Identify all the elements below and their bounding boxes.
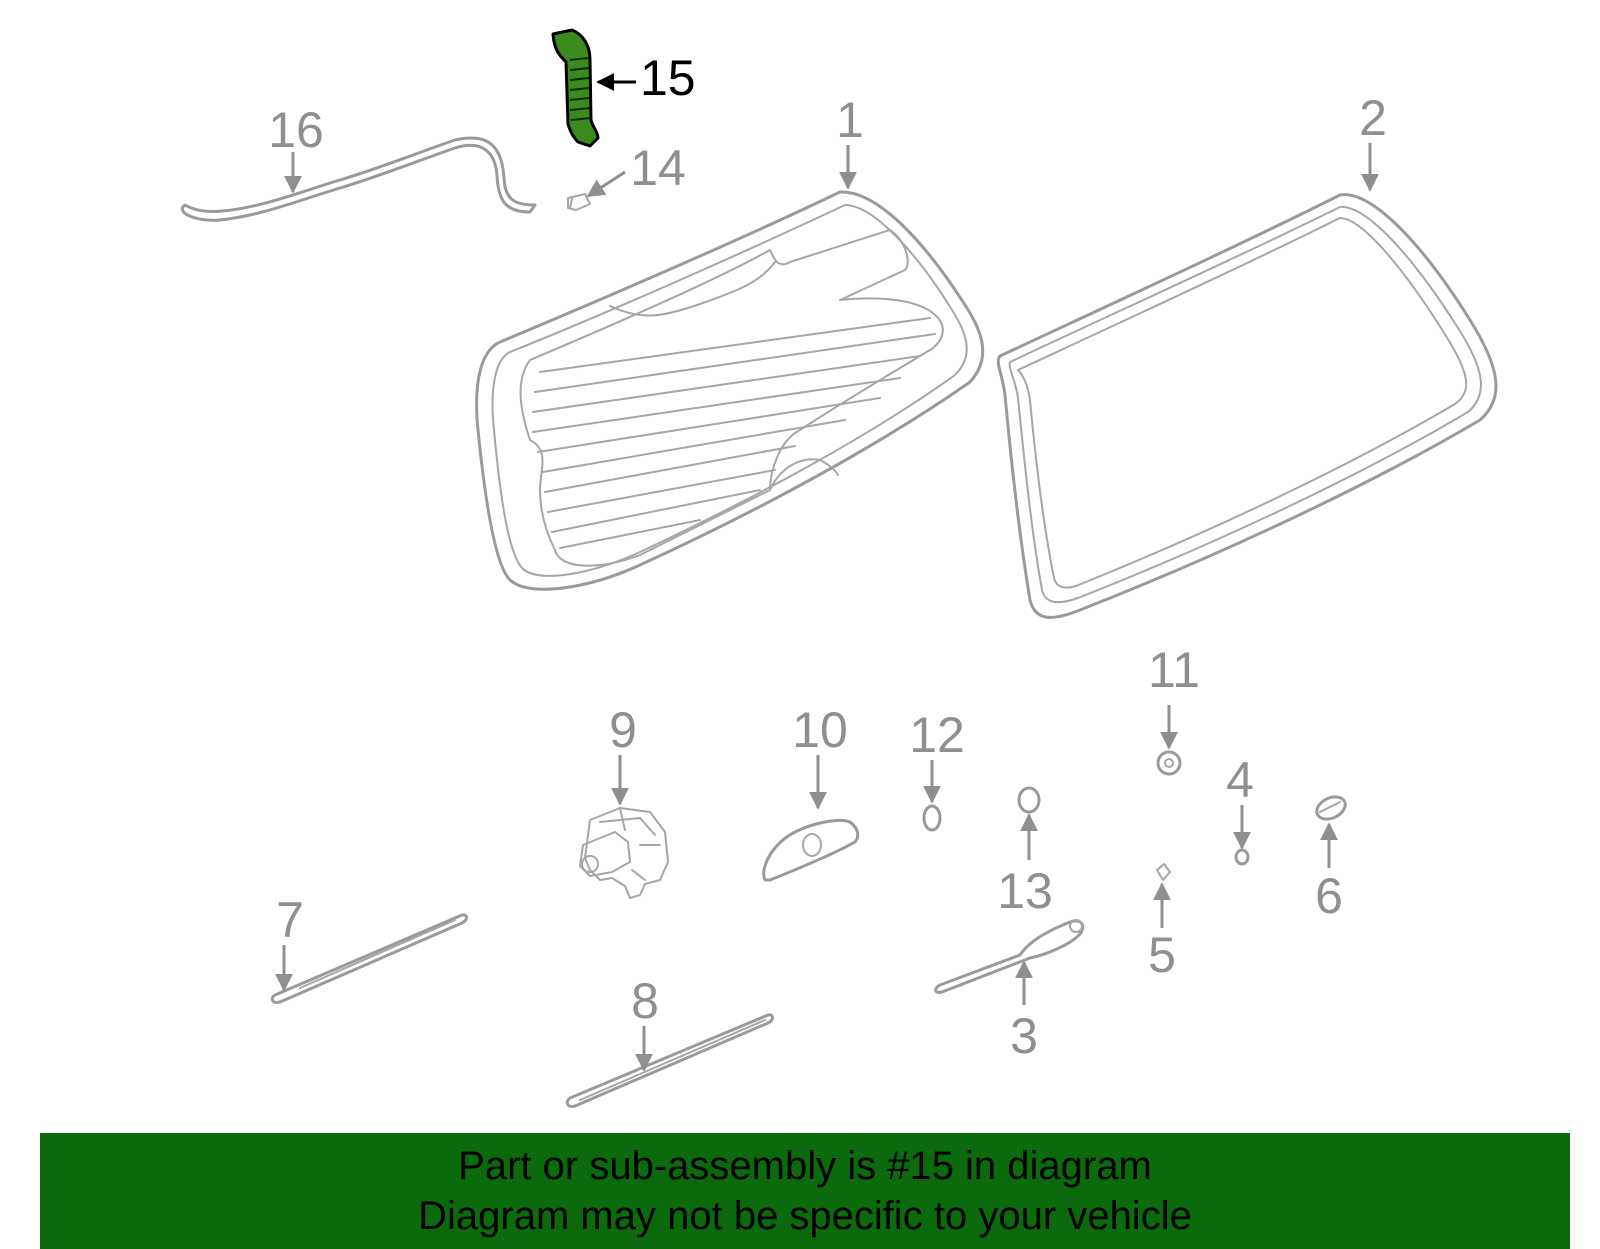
svg-text:14: 14	[630, 140, 686, 196]
part-12-grommet[interactable]	[922, 804, 942, 832]
part-2-glass-molding[interactable]	[996, 193, 1498, 619]
callout-3: 3	[1010, 960, 1038, 1064]
banner-part-line: Part or sub-assembly is #15 in diagram	[458, 1144, 1152, 1188]
callout-6: 6	[1315, 822, 1343, 924]
svg-text:13: 13	[997, 863, 1053, 919]
svg-text:16: 16	[268, 102, 324, 158]
svg-text:2: 2	[1359, 90, 1387, 146]
callout-12: 12	[909, 707, 965, 804]
callout-13: 13	[997, 813, 1053, 919]
svg-text:8: 8	[631, 973, 659, 1029]
callout-4: 4	[1226, 752, 1254, 850]
svg-text:7: 7	[276, 892, 304, 948]
callout-14: 14	[586, 140, 686, 198]
callout-11: 11	[1148, 642, 1200, 750]
svg-text:15: 15	[640, 50, 696, 106]
callout-9: 9	[609, 702, 637, 806]
callout-15: 15	[596, 50, 696, 106]
part-10-motor-cover[interactable]	[762, 818, 860, 882]
part-15-highlighted-hose[interactable]	[551, 28, 600, 148]
part-3-wiper-arm[interactable]	[934, 919, 1085, 994]
part-11-nut[interactable]	[1156, 750, 1182, 776]
part-5-nozzle[interactable]	[1156, 863, 1171, 881]
svg-text:12: 12	[909, 707, 965, 763]
svg-text:10: 10	[792, 702, 848, 758]
callout-7: 7	[275, 892, 304, 992]
info-banner: Part or sub-assembly is #15 in diagram D…	[40, 1133, 1570, 1249]
callout-5: 5	[1148, 882, 1176, 983]
part-14-clip[interactable]	[567, 193, 591, 211]
svg-text:9: 9	[609, 702, 637, 758]
part-13-grommet[interactable]	[1017, 786, 1041, 814]
part-16-washer-hose[interactable]	[181, 136, 537, 222]
part-6-cap[interactable]	[1313, 793, 1349, 824]
callout-16: 16	[268, 102, 324, 194]
svg-text:5: 5	[1148, 927, 1176, 983]
callout-10: 10	[792, 702, 848, 810]
svg-text:3: 3	[1010, 1008, 1038, 1064]
svg-text:4: 4	[1226, 752, 1254, 808]
banner-disclaimer-line: Diagram may not be specific to your vehi…	[418, 1194, 1192, 1238]
callout-1: 1	[836, 92, 864, 190]
part-9-wiper-motor[interactable]	[579, 807, 669, 899]
callout-2: 2	[1359, 90, 1387, 192]
part-7-wiper-blade[interactable]	[270, 913, 468, 1004]
svg-text:11: 11	[1148, 642, 1200, 698]
part-8-blade-insert[interactable]	[565, 1013, 774, 1108]
callout-8: 8	[631, 973, 659, 1072]
part-4-washer[interactable]	[1234, 848, 1250, 866]
svg-text:1: 1	[836, 92, 864, 148]
part-1-back-glass[interactable]	[475, 190, 985, 591]
svg-text:6: 6	[1315, 868, 1343, 924]
